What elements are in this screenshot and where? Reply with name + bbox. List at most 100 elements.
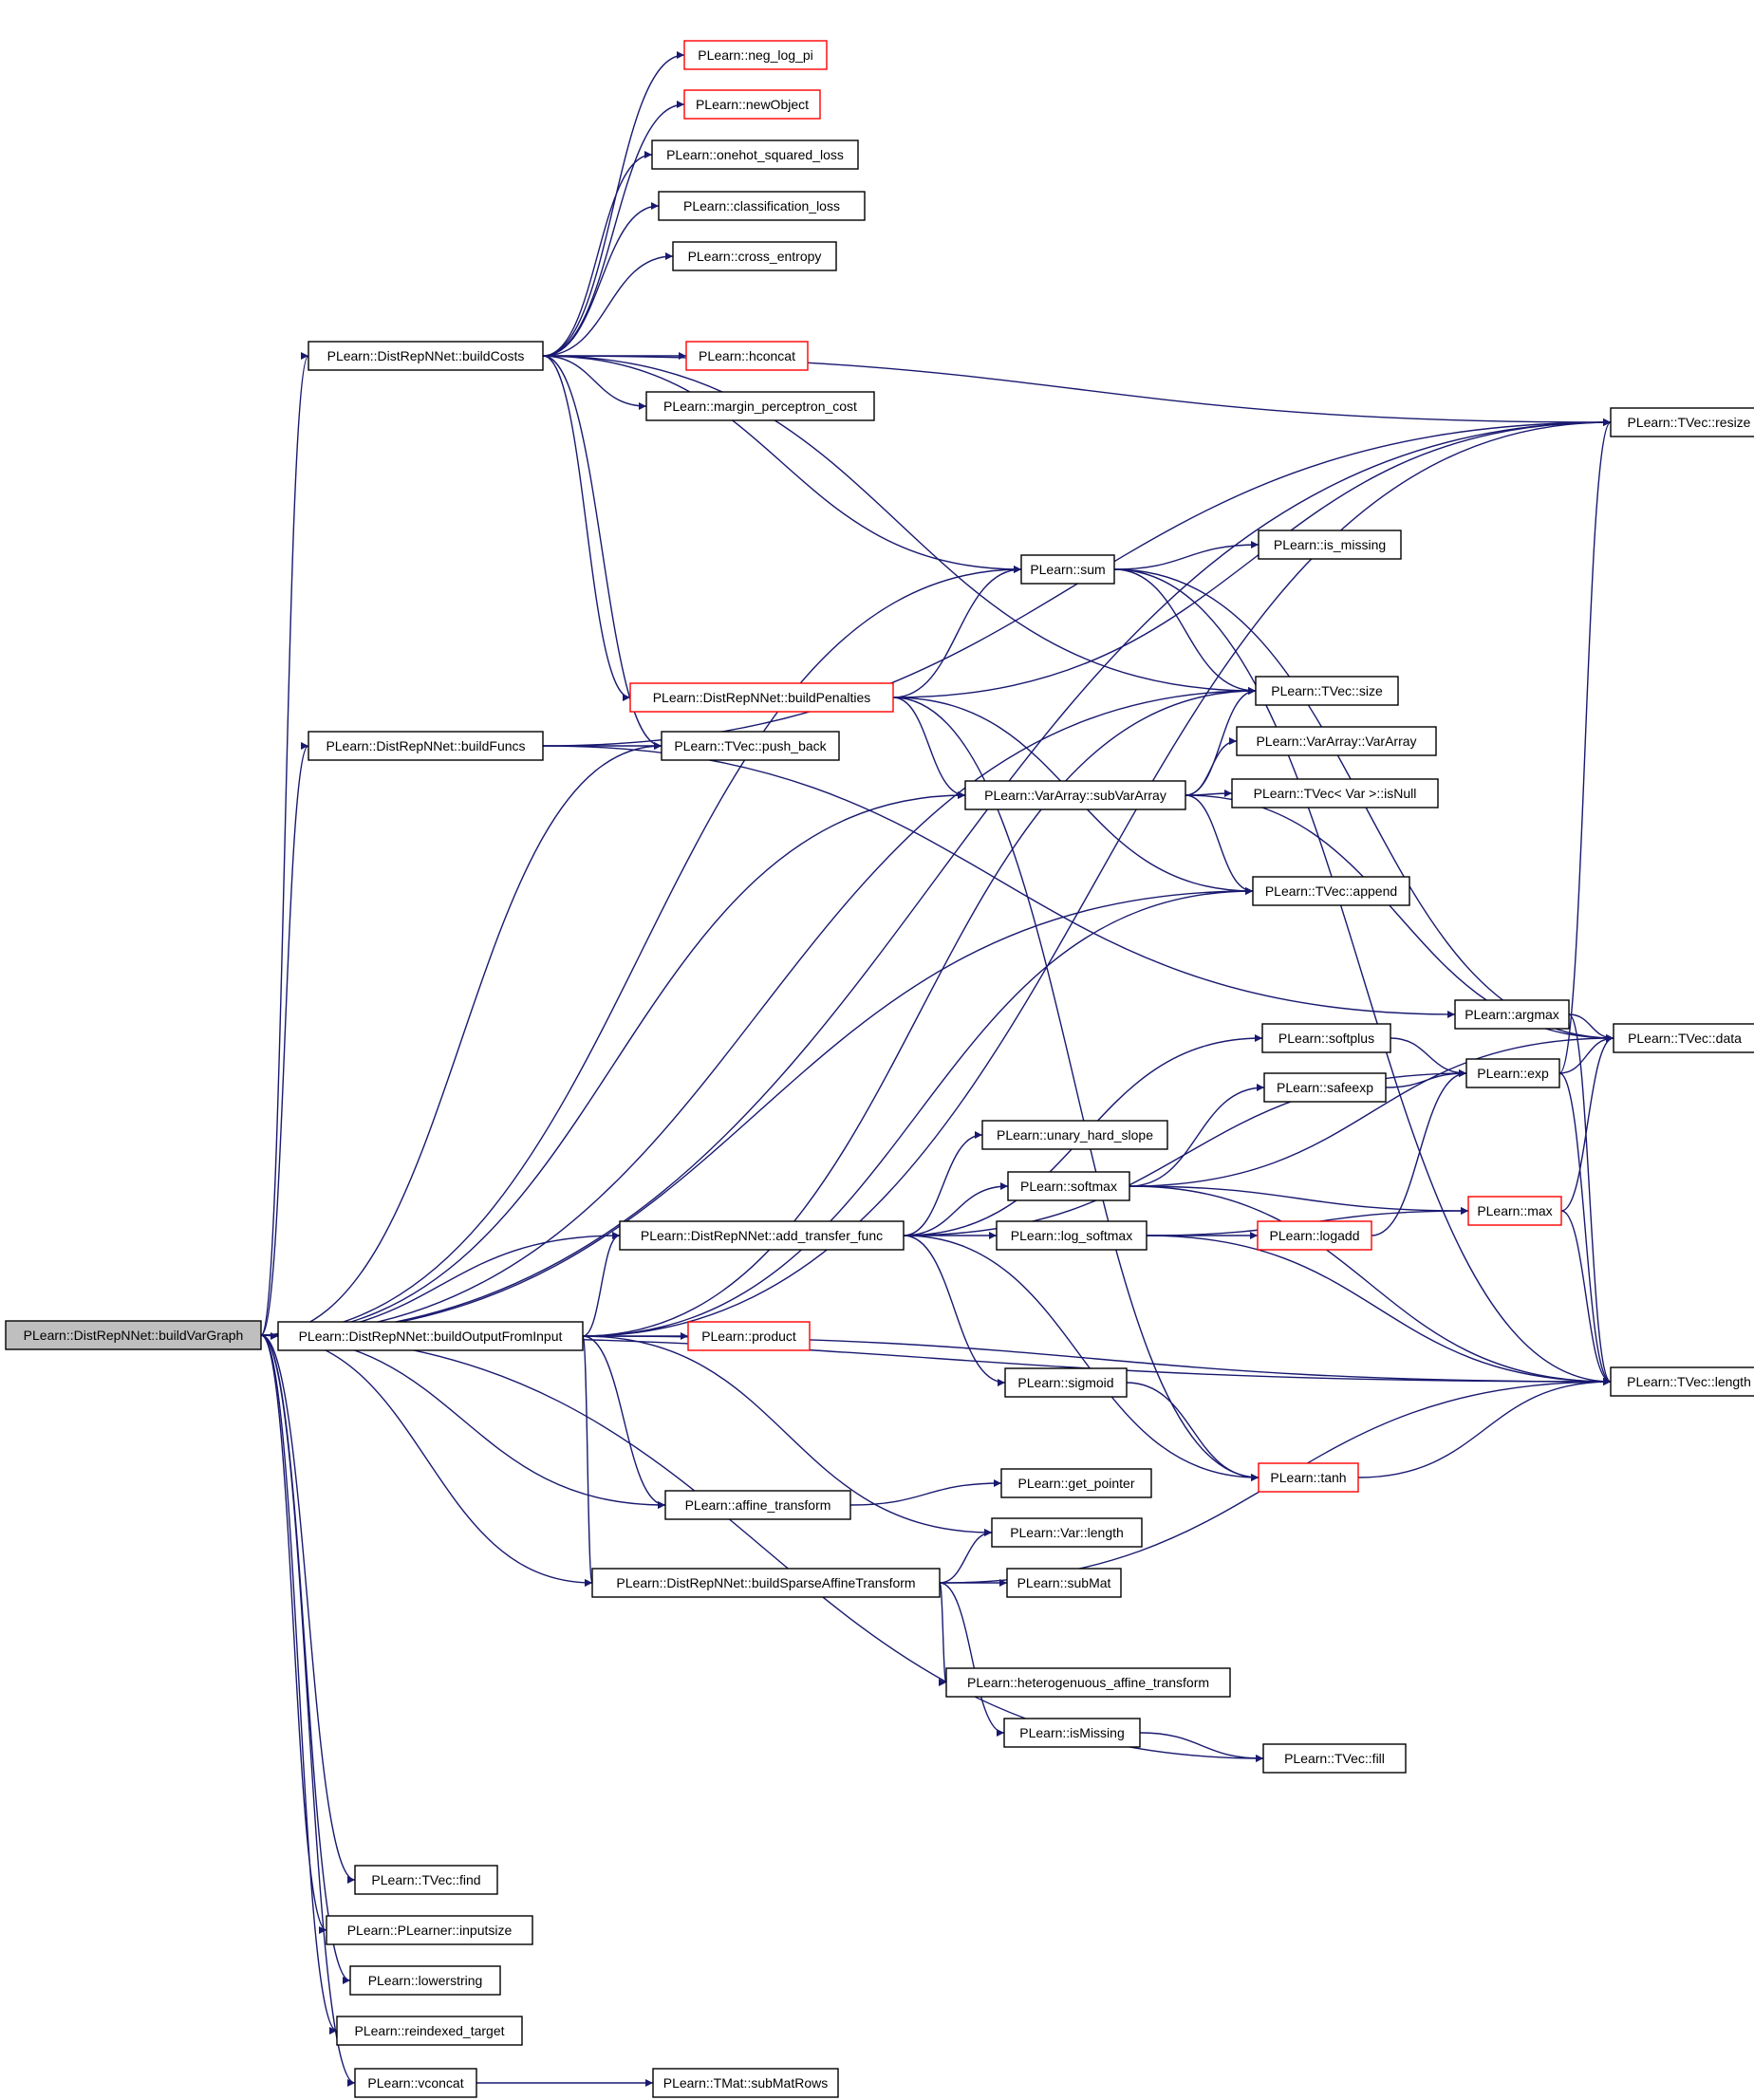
node-box-logadd[interactable] xyxy=(1257,1220,1372,1251)
node-box-product[interactable] xyxy=(687,1321,811,1351)
node-tvec_resize[interactable]: PLearn::TVec::resize xyxy=(1610,407,1754,437)
node-logadd[interactable]: PLearn::logadd xyxy=(1257,1220,1372,1251)
node-newObject[interactable]: PLearn::newObject xyxy=(683,89,821,120)
node-box-buildFuncs[interactable] xyxy=(308,731,544,761)
node-hconcat[interactable]: PLearn::hconcat xyxy=(685,341,809,371)
node-box-margin_perceptron_cost[interactable] xyxy=(645,391,875,421)
node-box-reindexed_target[interactable] xyxy=(336,2016,523,2046)
node-buildFuncs[interactable]: PLearn::DistRepNNet::buildFuncs xyxy=(308,731,544,761)
node-box-tvec_size[interactable] xyxy=(1255,676,1399,706)
node-subVarArray[interactable]: PLearn::VarArray::subVarArray xyxy=(964,780,1186,810)
node-box-varArray_ctor[interactable] xyxy=(1236,726,1437,756)
node-sigmoid[interactable]: PLearn::sigmoid xyxy=(1004,1367,1128,1398)
node-box-classification_loss[interactable] xyxy=(658,191,866,221)
node-cross_entropy[interactable]: PLearn::cross_entropy xyxy=(672,241,837,271)
node-margin_perceptron_cost[interactable]: PLearn::margin_perceptron_cost xyxy=(645,391,875,421)
node-box-get_pointer[interactable] xyxy=(1000,1468,1152,1498)
node-box-exp[interactable] xyxy=(1465,1058,1560,1088)
node-box-affine_transform[interactable] xyxy=(664,1490,851,1520)
node-box-tvec_append[interactable] xyxy=(1252,876,1410,906)
node-box-tvec_resize[interactable] xyxy=(1610,407,1754,437)
node-tvec_data[interactable]: PLearn::TVec::data xyxy=(1613,1023,1754,1053)
node-buildCosts[interactable]: PLearn::DistRepNNet::buildCosts xyxy=(308,341,544,371)
node-isNull[interactable]: PLearn::TVec< Var >::isNull xyxy=(1231,778,1439,808)
node-box-buildVarGraph[interactable] xyxy=(5,1320,262,1350)
node-vconcat[interactable]: PLearn::vconcat xyxy=(354,2068,477,2098)
node-tvec_length[interactable]: PLearn::TVec::length xyxy=(1610,1366,1754,1397)
node-box-isMissing[interactable] xyxy=(1003,1718,1141,1748)
node-get_pointer[interactable]: PLearn::get_pointer xyxy=(1000,1468,1152,1498)
node-box-subMat[interactable] xyxy=(1006,1568,1122,1598)
node-box-tvec_fill[interactable] xyxy=(1262,1743,1407,1774)
node-is_missing[interactable]: PLearn::is_missing xyxy=(1258,530,1402,560)
node-lowerstring[interactable]: PLearn::lowerstring xyxy=(349,1965,501,1996)
node-box-push_back[interactable] xyxy=(661,731,840,761)
node-reindexed_target[interactable]: PLearn::reindexed_target xyxy=(336,2016,523,2046)
node-box-subVarArray[interactable] xyxy=(964,780,1186,810)
node-isMissing[interactable]: PLearn::isMissing xyxy=(1003,1718,1141,1748)
node-box-tanh[interactable] xyxy=(1258,1462,1359,1493)
node-subMatRows[interactable]: PLearn::TMat::subMatRows xyxy=(652,2068,839,2098)
node-buildVarGraph[interactable]: PLearn::DistRepNNet::buildVarGraph xyxy=(5,1320,262,1350)
node-box-tvec_data[interactable] xyxy=(1613,1023,1754,1053)
node-box-sum[interactable] xyxy=(1020,554,1115,585)
node-box-sigmoid[interactable] xyxy=(1004,1367,1128,1398)
node-box-buildPenalties[interactable] xyxy=(629,682,894,713)
node-box-lowerstring[interactable] xyxy=(349,1965,501,1996)
node-buildOutputFromInput[interactable]: PLearn::DistRepNNet::buildOutputFromInpu… xyxy=(277,1321,584,1351)
node-neg_log_pi[interactable]: PLearn::neg_log_pi xyxy=(683,40,828,70)
node-box-argmax[interactable] xyxy=(1454,999,1570,1030)
node-buildSparseAffineTransform[interactable]: PLearn::DistRepNNet::buildSparseAffineTr… xyxy=(591,1568,941,1598)
node-box-hconcat[interactable] xyxy=(685,341,809,371)
node-onehot_squared_loss[interactable]: PLearn::onehot_squared_loss xyxy=(651,139,859,170)
node-push_back[interactable]: PLearn::TVec::push_back xyxy=(661,731,840,761)
node-varArray_ctor[interactable]: PLearn::VarArray::VarArray xyxy=(1236,726,1437,756)
node-box-buildSparseAffineTransform[interactable] xyxy=(591,1568,941,1598)
node-max[interactable]: PLearn::max xyxy=(1467,1196,1562,1226)
node-var_length[interactable]: PLearn::Var::length xyxy=(991,1517,1143,1548)
node-box-safeexp[interactable] xyxy=(1263,1072,1387,1103)
node-safeexp[interactable]: PLearn::safeexp xyxy=(1263,1072,1387,1103)
node-tvec_append[interactable]: PLearn::TVec::append xyxy=(1252,876,1410,906)
node-box-onehot_squared_loss[interactable] xyxy=(651,139,859,170)
node-tvec_find[interactable]: PLearn::TVec::find xyxy=(354,1865,498,1895)
node-add_transfer_func[interactable]: PLearn::DistRepNNet::add_transfer_func xyxy=(619,1220,905,1251)
node-box-var_length[interactable] xyxy=(991,1517,1143,1548)
node-tvec_size[interactable]: PLearn::TVec::size xyxy=(1255,676,1399,706)
node-classification_loss[interactable]: PLearn::classification_loss xyxy=(658,191,866,221)
node-box-cross_entropy[interactable] xyxy=(672,241,837,271)
node-sum[interactable]: PLearn::sum xyxy=(1020,554,1115,585)
node-log_softmax[interactable]: PLearn::log_softmax xyxy=(996,1220,1148,1251)
node-heterogenuous_affine_transform[interactable]: PLearn::heterogenuous_affine_transform xyxy=(945,1667,1231,1698)
node-box-log_softmax[interactable] xyxy=(996,1220,1148,1251)
node-buildPenalties[interactable]: PLearn::DistRepNNet::buildPenalties xyxy=(629,682,894,713)
node-box-is_missing[interactable] xyxy=(1258,530,1402,560)
node-affine_transform[interactable]: PLearn::affine_transform xyxy=(664,1490,851,1520)
node-product[interactable]: PLearn::product xyxy=(687,1321,811,1351)
node-unary_hard_slope[interactable]: PLearn::unary_hard_slope xyxy=(981,1120,1168,1150)
node-box-vconcat[interactable] xyxy=(354,2068,477,2098)
node-box-newObject[interactable] xyxy=(683,89,821,120)
node-box-buildCosts[interactable] xyxy=(308,341,544,371)
node-box-buildOutputFromInput[interactable] xyxy=(277,1321,584,1351)
node-box-unary_hard_slope[interactable] xyxy=(981,1120,1168,1150)
node-box-tvec_find[interactable] xyxy=(354,1865,498,1895)
node-softplus[interactable]: PLearn::softplus xyxy=(1261,1023,1391,1053)
node-subMat[interactable]: PLearn::subMat xyxy=(1006,1568,1122,1598)
node-box-isNull[interactable] xyxy=(1231,778,1439,808)
node-exp[interactable]: PLearn::exp xyxy=(1465,1058,1560,1088)
node-box-add_transfer_func[interactable] xyxy=(619,1220,905,1251)
node-box-softmax[interactable] xyxy=(1007,1171,1130,1201)
node-box-heterogenuous_affine_transform[interactable] xyxy=(945,1667,1231,1698)
node-box-inputsize[interactable] xyxy=(326,1915,533,1945)
node-softmax[interactable]: PLearn::softmax xyxy=(1007,1171,1130,1201)
node-argmax[interactable]: PLearn::argmax xyxy=(1454,999,1570,1030)
node-box-subMatRows[interactable] xyxy=(652,2068,839,2098)
node-inputsize[interactable]: PLearn::PLearner::inputsize xyxy=(326,1915,533,1945)
node-box-tvec_length[interactable] xyxy=(1610,1366,1754,1397)
node-box-softplus[interactable] xyxy=(1261,1023,1391,1053)
node-box-neg_log_pi[interactable] xyxy=(683,40,828,70)
node-box-max[interactable] xyxy=(1467,1196,1562,1226)
node-tvec_fill[interactable]: PLearn::TVec::fill xyxy=(1262,1743,1407,1774)
node-tanh[interactable]: PLearn::tanh xyxy=(1258,1462,1359,1493)
